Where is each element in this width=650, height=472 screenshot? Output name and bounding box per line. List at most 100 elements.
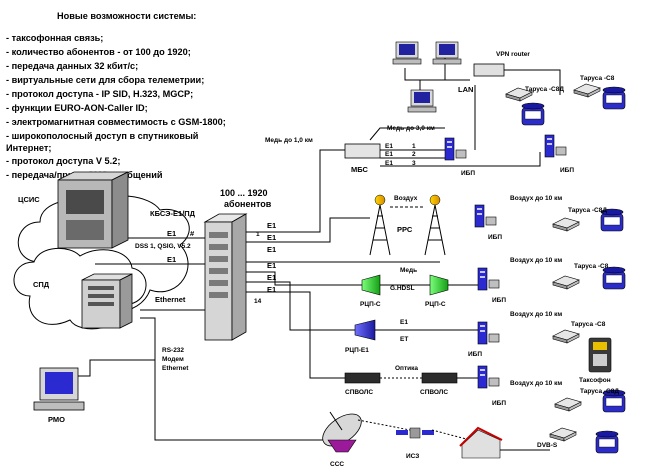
ibp-label: ИБП <box>560 167 574 174</box>
kbse-label: КБСЭ-Е1/ПД <box>150 209 196 218</box>
rcpe1-label: РЦП-Е1 <box>345 347 369 354</box>
center-n1: 1 <box>256 231 260 238</box>
feature-item: - протокол доступа - IP SID, H.323, MGCP… <box>6 89 193 99</box>
center-e1: E1 <box>267 221 276 230</box>
ibp-icon <box>477 365 500 389</box>
ibp-icon <box>477 321 500 345</box>
feature-item: Интернет; <box>6 143 51 153</box>
lan-label: LAN <box>458 85 473 94</box>
mbs-e1: E1 <box>385 151 393 158</box>
center-e1: E1 <box>267 245 276 254</box>
ibp-icon <box>474 204 497 228</box>
ethernet2-label: Ethernet <box>162 365 189 372</box>
ibp-label: ИБП <box>488 234 502 241</box>
feature-item: - электромагнитная совместимость с GSM-1… <box>6 117 226 127</box>
modem-icon <box>552 217 580 232</box>
mbs-n2: 2 <box>412 151 416 158</box>
isz-label: ИСЗ <box>406 453 419 460</box>
tarusa8d-label: Таруса -С8Д <box>525 86 564 93</box>
phone-icon <box>521 102 545 126</box>
spvols-label: СПВОЛС <box>345 389 373 396</box>
spd-label: СПД <box>33 280 50 289</box>
air-label: Воздух <box>394 195 418 202</box>
feature-item: - широкополосный доступ в спутниковый <box>6 131 199 141</box>
mbs-n1: 1 <box>412 143 416 150</box>
ibp-icon <box>444 137 467 161</box>
feature-item: - протокол доступа V 5.2; <box>6 156 120 166</box>
lan-section <box>392 41 561 150</box>
kbse-rack <box>203 213 248 341</box>
csis-label: ЦСИС <box>18 195 40 204</box>
tarusa8-label: Таруса -С8 <box>580 75 615 82</box>
vpn-label: VPN router <box>496 51 530 58</box>
spd-server <box>81 273 133 329</box>
rcps-label: РЦП-С <box>360 301 381 308</box>
ibp-icon <box>477 267 500 291</box>
center-e1: E1 <box>267 233 276 242</box>
rmo-workstation <box>33 367 85 411</box>
feature-item: - функции EURO-AON-Caller ID; <box>6 103 148 113</box>
copper-1km: Медь до 1,0 км <box>265 137 313 144</box>
modem-icon <box>554 397 582 412</box>
ibp-icon <box>544 134 567 158</box>
modem-icon <box>552 275 580 290</box>
subscribers-label: абонентов <box>224 199 272 209</box>
air-10km: Воздух до 10 км <box>510 257 562 264</box>
mbs-e1: E1 <box>385 143 393 150</box>
modem-label: Модем <box>162 356 184 363</box>
left-e1-label: E1 <box>167 229 176 238</box>
center-n14: 14 <box>254 298 262 305</box>
feature-item: - таксофонная связь; <box>6 33 103 43</box>
subscribers-range: 100 ... 1920 <box>220 188 268 198</box>
dvbs-label: DVB-S <box>537 442 558 449</box>
ghdsl-link <box>361 274 449 296</box>
tarusa8d-label: Таруса -С8Д <box>568 207 607 214</box>
ssc-label: ССС <box>330 461 344 468</box>
row-e1: E1 <box>400 319 408 326</box>
radio-towers <box>369 194 446 256</box>
air-10km: Воздух до 10 км <box>510 195 562 202</box>
ibp-label: ИБП <box>461 170 475 177</box>
features-title: Новые возможности системы: <box>57 11 196 21</box>
copper-label: Медь <box>400 267 417 274</box>
center-e1: E1 <box>267 285 276 294</box>
air-10km: Воздух до 10 км <box>510 311 562 318</box>
spvols-label: СПВОЛС <box>420 389 448 396</box>
payphone <box>588 337 612 373</box>
feature-item: - передача данных 32 кбит/с; <box>6 61 138 71</box>
modem-icon <box>573 83 601 98</box>
modem-icon <box>552 329 580 344</box>
ethernet-label: Ethernet <box>155 295 186 304</box>
house <box>459 426 503 459</box>
ibp-label: ИБП <box>468 351 482 358</box>
center-e1: E1 <box>267 273 276 282</box>
csis-switch <box>57 171 129 249</box>
mbs-e1: E1 <box>385 160 393 167</box>
rmo-label: РМО <box>48 415 65 424</box>
protocols-label: DSS 1, QSIG, V5.2 <box>135 243 191 250</box>
ibp-label: ИБП <box>492 297 506 304</box>
copper-3km: Медь до 3,0 км <box>387 125 435 132</box>
payphone-label: Таксофон <box>579 377 611 384</box>
feature-item: - виртуальные сети для сбора телеметрии; <box>6 75 204 85</box>
tarusa8d-label: Таруса -С8Д <box>580 388 619 395</box>
feature-item: - количество абонентов - от 100 до 1920; <box>6 47 191 57</box>
rrs-label: РРС <box>397 225 413 234</box>
mbs-device <box>344 143 381 159</box>
rcps-label: РЦП-С <box>425 301 446 308</box>
optical-link <box>344 372 478 384</box>
mbs-label: МБС <box>351 165 369 174</box>
vpn-router <box>473 63 505 77</box>
modem-icon <box>549 427 577 442</box>
left-hash-label: # <box>190 229 195 238</box>
et-label: ET <box>400 336 408 343</box>
satellite <box>396 427 434 439</box>
phone-icon <box>602 266 626 290</box>
optics-label: Оптика <box>395 365 418 372</box>
mbs-n3: 3 <box>412 160 416 167</box>
tarusa8-label: Таруса -С8 <box>571 321 606 328</box>
phone-icon <box>595 430 619 454</box>
rcp-e1-device <box>354 319 376 341</box>
ghdsl-label: G.HDSL <box>390 285 415 292</box>
